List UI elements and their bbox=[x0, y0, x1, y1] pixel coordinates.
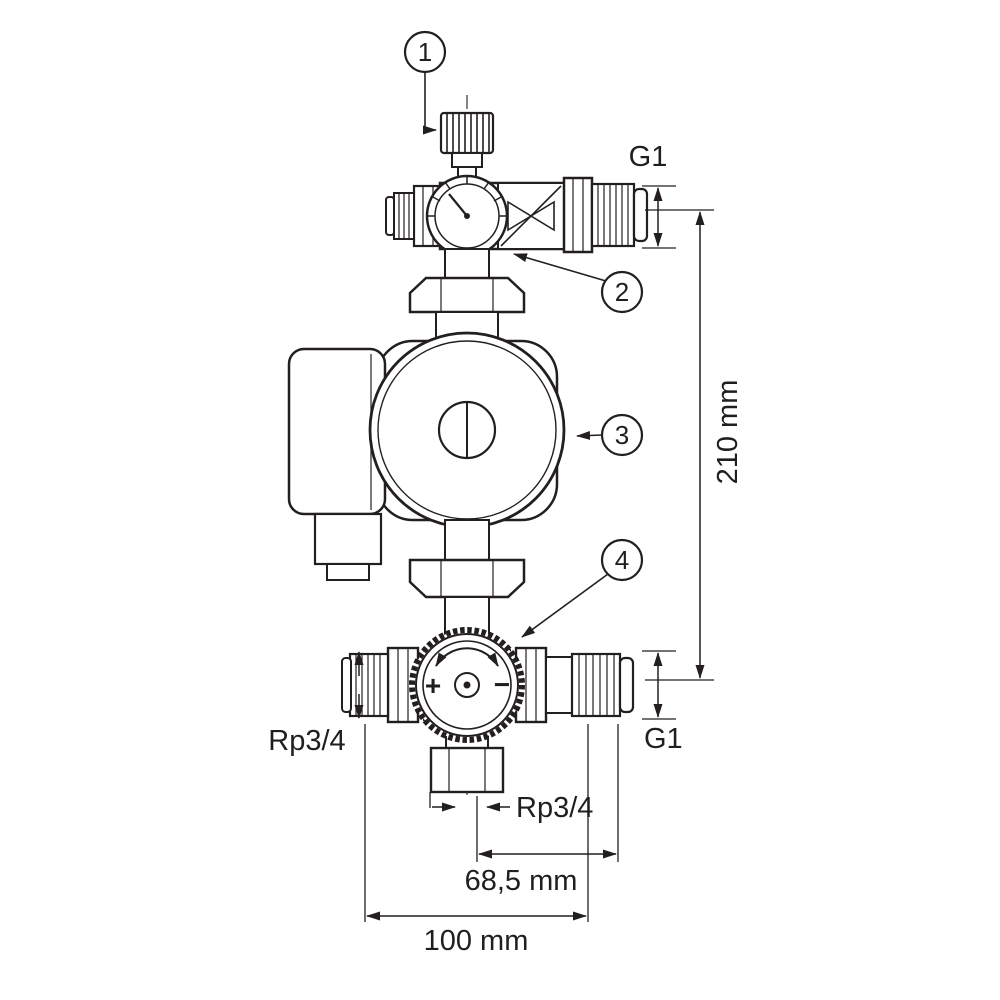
dimension-g1-bottom: G1 bbox=[642, 650, 683, 755]
rp34-bottom-label: Rp3/4 bbox=[516, 792, 593, 824]
vent-knob bbox=[439, 111, 495, 155]
callout-1-balloon bbox=[403, 30, 447, 74]
callout-3-number: 3 bbox=[615, 420, 629, 450]
callout-2: 2 bbox=[513, 253, 644, 314]
dimension-210mm: 210 mm bbox=[645, 209, 744, 681]
isolation-valve-assembly bbox=[385, 176, 649, 254]
upper-union bbox=[408, 248, 526, 343]
callout-4: 4 bbox=[521, 538, 644, 638]
width-685-label: 68,5 mm bbox=[465, 865, 578, 897]
callout-2-number: 2 bbox=[615, 277, 629, 307]
callout-3-balloon bbox=[600, 413, 644, 457]
vent-knob-knurling bbox=[446, 113, 490, 153]
thermometer-hub bbox=[464, 213, 470, 219]
left-end-cap bbox=[385, 196, 395, 236]
callout-2-leader bbox=[513, 253, 607, 282]
callout-3-leader bbox=[576, 430, 603, 440]
valve-left-end-cap bbox=[341, 657, 352, 713]
callout-1: 1 bbox=[403, 30, 447, 135]
valve-plus-mark: + bbox=[425, 670, 441, 701]
valve-bottom-union-nut bbox=[429, 746, 505, 794]
mixing-valve bbox=[341, 627, 635, 794]
terminal-box-tab bbox=[326, 563, 370, 581]
right-union-facets bbox=[572, 178, 584, 252]
g1-bottom-extension-lines bbox=[642, 650, 676, 720]
valve-right-end-cap bbox=[618, 656, 635, 714]
dimension-68-5mm: 68,5 mm bbox=[465, 724, 619, 897]
valve-minus-mark: − bbox=[494, 669, 510, 700]
upper-hex-facets bbox=[440, 278, 494, 312]
thermometer-ticks bbox=[427, 176, 507, 217]
valve-bottom-union-facets bbox=[448, 748, 486, 792]
callout-1-leader bbox=[423, 72, 437, 135]
valve-right-ribs bbox=[578, 654, 615, 716]
valve-rotation-arrow bbox=[435, 647, 499, 667]
g1-top-extension-lines bbox=[642, 185, 676, 249]
check-valve-symbol-right bbox=[529, 200, 555, 232]
circulation-pump bbox=[287, 331, 566, 581]
width-100-extension-lines bbox=[364, 724, 589, 922]
upper-hex-nut bbox=[408, 276, 526, 314]
callout-4-number: 4 bbox=[615, 545, 629, 575]
valve-right-union-facets bbox=[525, 648, 537, 722]
air-vent-valve bbox=[439, 111, 495, 185]
rp34-left-label: Rp3/4 bbox=[268, 725, 345, 757]
lower-hex-facets bbox=[440, 560, 494, 597]
width-685-extension-lines bbox=[476, 724, 619, 862]
height-label: 210 mm bbox=[712, 380, 744, 485]
dimension-g1-top: G1 bbox=[629, 141, 676, 249]
thermometer bbox=[425, 174, 509, 258]
right-thread-fitting bbox=[590, 182, 636, 248]
dimension-rp34-bottom: Rp3/4 bbox=[429, 792, 593, 824]
left-thread-ribs bbox=[398, 193, 410, 239]
thermometer-needle bbox=[448, 193, 468, 217]
width-100-label: 100 mm bbox=[424, 925, 529, 957]
vent-collar bbox=[451, 152, 483, 168]
callout-3: 3 bbox=[576, 413, 644, 457]
callout-4-balloon bbox=[600, 538, 644, 582]
right-union-nut bbox=[562, 176, 594, 254]
lower-hex-nut bbox=[408, 558, 526, 599]
valve-left-union-facets bbox=[397, 648, 409, 722]
callout-2-balloon bbox=[600, 270, 644, 314]
valve-center-dot bbox=[463, 681, 471, 689]
valve-right-spacer bbox=[545, 656, 573, 714]
lower-flange-pipe bbox=[444, 519, 490, 561]
g1-bottom-label: G1 bbox=[644, 723, 683, 755]
pump-terminal-box bbox=[313, 512, 383, 566]
dimension-rp34-left: Rp3/4 bbox=[268, 651, 364, 757]
dimension-100mm: 100 mm bbox=[364, 724, 589, 957]
right-end-cap bbox=[632, 187, 649, 243]
callout-1-number: 1 bbox=[418, 37, 432, 67]
g1-top-label: G1 bbox=[629, 141, 668, 173]
callout-4-leader bbox=[521, 573, 609, 638]
valve-left-ribs bbox=[355, 654, 381, 716]
right-thread-ribs bbox=[597, 184, 629, 246]
upper-pipe bbox=[444, 248, 490, 280]
height-extension-lines bbox=[645, 209, 714, 681]
